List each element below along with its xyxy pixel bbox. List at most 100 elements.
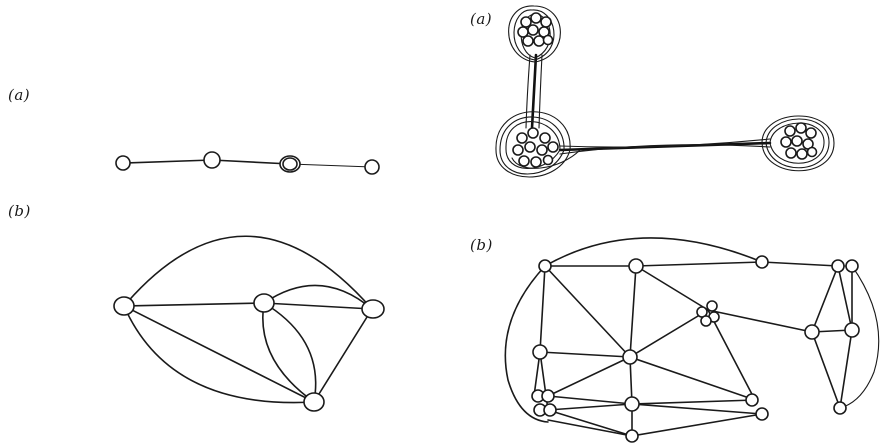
graph-node xyxy=(745,393,759,407)
edge xyxy=(707,309,756,401)
edge xyxy=(629,356,756,401)
edge xyxy=(123,305,315,403)
edge xyxy=(635,265,709,311)
edge xyxy=(559,144,771,155)
edge xyxy=(761,261,839,267)
graph-node xyxy=(518,155,530,167)
graph-node xyxy=(804,324,820,340)
graph-left-b xyxy=(113,235,385,412)
graph-node xyxy=(755,407,769,421)
edge xyxy=(811,331,841,409)
graph-node xyxy=(542,34,554,46)
graph-node xyxy=(538,259,552,273)
edge xyxy=(631,399,756,405)
graph-node xyxy=(805,127,817,139)
graph-node xyxy=(530,156,542,168)
graph-node xyxy=(516,132,528,144)
graph-node xyxy=(524,141,536,153)
edge-loop xyxy=(761,115,835,172)
graph-node xyxy=(522,35,534,47)
graph-right-b xyxy=(504,237,880,443)
edge xyxy=(539,265,546,353)
graph-node xyxy=(806,146,818,158)
edge-loop xyxy=(495,111,571,178)
label-left-b: (b) xyxy=(8,202,31,220)
graph-node xyxy=(530,12,542,24)
edge xyxy=(538,54,543,129)
graph-node xyxy=(203,151,221,169)
graph-right-a xyxy=(495,5,835,178)
edge-loop xyxy=(769,122,825,164)
edge xyxy=(547,409,633,437)
graph-left-a xyxy=(115,151,380,175)
graph-node xyxy=(755,255,769,269)
graph-node xyxy=(622,349,638,365)
label-right-a: (a) xyxy=(470,10,493,28)
graph-node xyxy=(282,157,298,171)
graph-node xyxy=(628,258,644,274)
graph-node xyxy=(527,24,539,36)
graph-node xyxy=(364,159,380,175)
edge xyxy=(839,265,880,409)
edge-loop xyxy=(765,118,830,169)
graph-node xyxy=(625,429,639,443)
edge xyxy=(211,159,291,165)
edge xyxy=(839,329,853,409)
graph-node xyxy=(700,315,712,327)
graph-node xyxy=(532,344,548,360)
edge-bundle xyxy=(530,53,538,130)
edge xyxy=(262,302,315,403)
edge xyxy=(837,265,853,331)
graph-node xyxy=(831,259,845,273)
edge xyxy=(547,356,631,397)
edge xyxy=(629,309,709,358)
label-right-b: (b) xyxy=(470,236,493,254)
edge-loop xyxy=(499,116,565,175)
graph-node xyxy=(785,147,797,159)
edge xyxy=(123,159,213,164)
graph-node xyxy=(512,144,524,156)
graph-node xyxy=(536,144,548,156)
edge xyxy=(811,265,839,333)
graph-node xyxy=(543,403,557,417)
graph-node xyxy=(533,35,545,47)
graph-node xyxy=(784,125,796,137)
label-left-a: (a) xyxy=(8,86,31,104)
graph-node xyxy=(795,122,807,134)
graph-node xyxy=(791,135,803,147)
graph-node xyxy=(113,296,135,316)
edge xyxy=(544,237,763,267)
graph-node xyxy=(833,401,847,415)
edge-loop xyxy=(513,9,555,61)
edge xyxy=(544,265,631,358)
edge xyxy=(263,302,373,310)
graph-node xyxy=(796,148,808,160)
edge xyxy=(707,309,813,333)
graph-node xyxy=(520,16,532,28)
edge xyxy=(635,261,763,267)
graph-node xyxy=(527,127,539,139)
graph-node xyxy=(547,141,559,153)
edge xyxy=(629,356,633,405)
edge xyxy=(313,308,373,403)
graph-node xyxy=(361,299,385,319)
edge xyxy=(263,284,373,310)
graph-node xyxy=(115,155,131,171)
edge xyxy=(123,235,373,310)
graph-node xyxy=(706,300,718,312)
edge xyxy=(547,395,633,405)
edge xyxy=(547,419,633,437)
graph-node xyxy=(540,16,552,28)
graph-node xyxy=(253,293,275,313)
edge xyxy=(631,413,763,437)
edge xyxy=(539,351,631,358)
edge xyxy=(123,305,315,404)
graph-node xyxy=(845,259,859,273)
edge xyxy=(559,138,771,148)
graph-node xyxy=(542,154,554,166)
edge xyxy=(631,403,763,415)
edge xyxy=(629,265,637,358)
edge xyxy=(289,163,373,168)
edge xyxy=(263,302,317,403)
